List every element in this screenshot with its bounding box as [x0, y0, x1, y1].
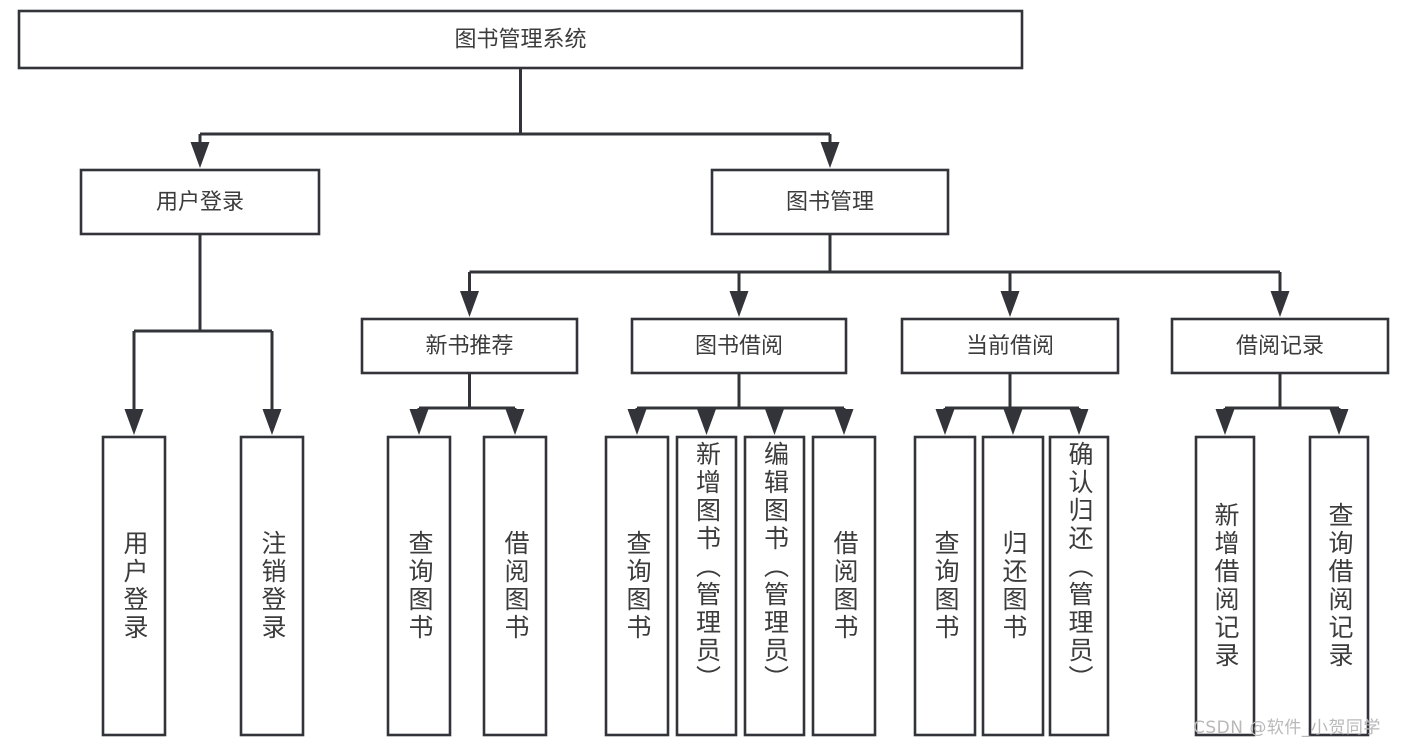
- node-box-leaf-edit-book[interactable]: [743, 435, 806, 737]
- arrow-userlogin-to-leaf-user-login-head: [124, 409, 144, 435]
- node-box-leaf-borrow-book-1[interactable]: [482, 435, 548, 737]
- node-label-new-book-recommend: 新书推荐: [425, 334, 513, 359]
- node-box-borrow-record[interactable]: [1170, 317, 1390, 375]
- node-label-book-manage: 图书管理: [786, 190, 874, 215]
- box-layer: [17, 9, 1390, 737]
- node-box-leaf-return-book[interactable]: [981, 435, 1045, 737]
- arrow-userlogin-to-leaf-user-logout-head: [262, 409, 282, 435]
- node-label-user-login: 用户登录: [156, 190, 244, 215]
- node-box-book-borrow[interactable]: [630, 317, 848, 375]
- node-box-new-book-recommend[interactable]: [360, 317, 579, 375]
- arrow-new-book-recommend-to-leaf-borrow-book-1-head: [505, 409, 525, 435]
- node-box-current-borrow[interactable]: [900, 317, 1120, 375]
- node-box-leaf-query-book-2[interactable]: [604, 435, 670, 737]
- watermark: CSDN @软件_小贺同学: [1193, 718, 1381, 738]
- node-box-leaf-borrow-book-2[interactable]: [811, 435, 877, 737]
- arrow-current-borrow-to-leaf-confirm-return-head: [1069, 409, 1089, 435]
- node-box-leaf-query-book-1[interactable]: [386, 435, 452, 737]
- arrow-bookmanage-to-new-book-recommend-head: [460, 291, 479, 317]
- node-label-root: 图书管理系统: [454, 28, 586, 53]
- connector-layer: [124, 68, 1349, 435]
- arrow-book-borrow-to-leaf-add-book-head: [697, 409, 716, 435]
- arrow-current-borrow-to-leaf-query-book-3-head: [935, 409, 955, 435]
- node-box-user-login[interactable]: [79, 168, 321, 236]
- arrow-bookmanage-to-current-borrow-head: [1000, 291, 1020, 317]
- node-box-root[interactable]: [17, 9, 1024, 70]
- node-box-leaf-confirm-return[interactable]: [1048, 435, 1110, 737]
- arrow-borrow-record-to-leaf-query-record-head: [1329, 409, 1349, 435]
- node-label-borrow-record: 借阅记录: [1236, 334, 1324, 359]
- arrow-current-borrow-to-leaf-return-book-head: [1003, 409, 1023, 435]
- node-box-leaf-add-record[interactable]: [1194, 435, 1256, 737]
- node-box-leaf-add-book[interactable]: [675, 435, 738, 737]
- arrow-book-borrow-to-leaf-edit-book-head: [765, 409, 784, 435]
- node-label-current-borrow: 当前借阅: [966, 334, 1054, 359]
- node-label-book-borrow: 图书借阅: [695, 334, 783, 359]
- node-box-leaf-user-logout[interactable]: [239, 435, 305, 737]
- arrow-root-to-user-login-head: [190, 142, 210, 168]
- arrow-root-to-book-manage-head: [820, 142, 840, 168]
- node-box-book-manage[interactable]: [710, 168, 950, 236]
- node-box-leaf-user-login[interactable]: [101, 435, 167, 737]
- node-box-leaf-query-book-3[interactable]: [913, 435, 977, 737]
- arrow-book-borrow-to-leaf-query-book-2-head: [627, 409, 647, 435]
- node-box-leaf-query-record[interactable]: [1308, 435, 1370, 737]
- arrow-borrow-record-to-leaf-add-record-head: [1215, 409, 1235, 435]
- arrow-bookmanage-to-book-borrow-head: [729, 291, 749, 317]
- arrow-bookmanage-to-borrow-record-head: [1270, 291, 1290, 317]
- arrow-book-borrow-to-leaf-borrow-book-2-head: [834, 409, 854, 435]
- arrow-new-book-recommend-to-leaf-query-book-1-head: [409, 409, 429, 435]
